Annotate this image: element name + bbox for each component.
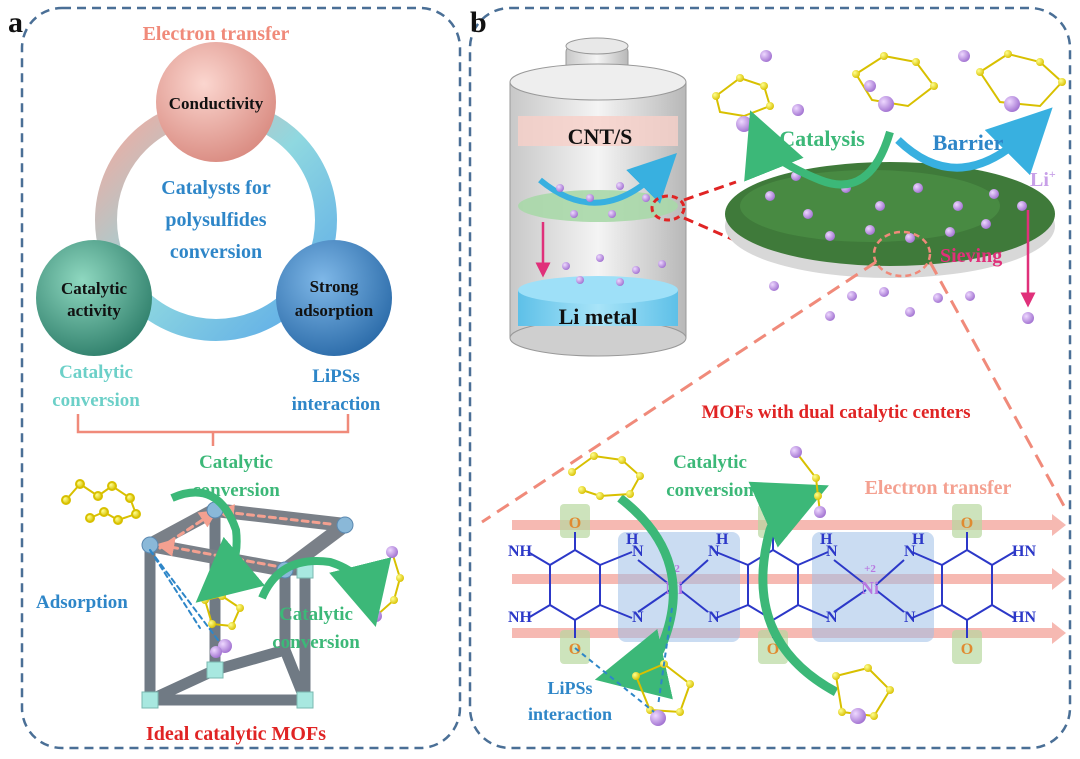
o-atom-3: O [961, 515, 973, 532]
polysulfide-b-bottom-right [832, 664, 894, 724]
conductivity-label: Conductivity [169, 94, 264, 113]
h-atom-3: H [820, 531, 833, 548]
center-label-3: conversion [170, 241, 262, 263]
sieving-zoom [872, 230, 932, 278]
molecule-green-arrow-1 [594, 494, 678, 700]
zoom-line-3 [481, 260, 877, 524]
sieving-label: Sieving [940, 245, 1002, 267]
center-label-1: Catalysts for [161, 177, 271, 199]
n-atom-2: N [632, 609, 644, 626]
electron-transfer-bars [512, 514, 1066, 644]
n-atom-3: N [708, 543, 720, 560]
lipss-label-1: LiPSs [312, 366, 360, 387]
center-label-2: polysulfides [165, 209, 266, 231]
o-atom-1: O [569, 515, 581, 532]
catalytic-activity-label-2: activity [67, 301, 121, 320]
lipss-label-2: interaction [292, 394, 381, 415]
green-arrow-right [258, 557, 392, 628]
separator-disc [725, 162, 1055, 278]
conductivity-sphere [156, 42, 276, 162]
n-atom-7: N [904, 543, 916, 560]
cnt-s-label: CNT/S [568, 124, 633, 149]
top-conversion-label-1: Catalytic [199, 452, 273, 473]
catalysis-arrow [744, 110, 894, 189]
b-catalytic-label-1: Catalytic [673, 452, 747, 473]
mofs-title: MOFs with dual catalytic centers [701, 402, 970, 423]
li-metal-label: Li metal [559, 304, 638, 329]
n-atom-6: N [826, 609, 838, 626]
electron-transfer-label: Electron transfer [143, 23, 290, 45]
o-atom-6: O [961, 641, 973, 658]
lipss-dashed-lines [574, 607, 673, 713]
o-atom-4: O [569, 641, 581, 658]
b-lipss-label-2: interaction [528, 704, 612, 724]
catalytic-activity-sphere [36, 240, 152, 356]
adsorption-label: Adsorption [36, 592, 128, 613]
battery-li-dots [556, 182, 666, 286]
panel-a-frame [20, 6, 462, 750]
zoom-line-1 [683, 180, 737, 202]
ni-atom-2: Ni [861, 578, 879, 598]
panel-b-frame [468, 6, 1072, 750]
molecule-green-arrow-2 [748, 481, 839, 696]
polysulfide-chain-a1 [61, 479, 141, 525]
catalytic-conversion-label-1: Catalytic [59, 362, 133, 383]
h-atom-2: H [716, 531, 729, 548]
barrier-arrow [895, 107, 1053, 176]
h-atom-1: H [626, 531, 639, 548]
strong-adsorption-label-2: adsorption [295, 301, 374, 320]
polysulfide-chain-a2 [370, 546, 404, 622]
b-electron-transfer-label: Electron transfer [865, 477, 1012, 499]
n-atom-5: N [826, 543, 838, 560]
hn-right-bottom: HN [1012, 609, 1036, 626]
n-atom-4: N [708, 609, 720, 626]
catalytic-activity-label-1: Catalytic [61, 279, 128, 298]
ideal-mofs-label: Ideal catalytic MOFs [146, 723, 326, 745]
battery [509, 37, 687, 357]
n-atom-1: N [632, 543, 644, 560]
green-arrow-top [170, 488, 266, 603]
h-atom-4: H [912, 531, 925, 548]
polysulfide-b-chain [790, 446, 826, 518]
b-catalytic-label-2: conversion [666, 480, 754, 501]
battery-shuttle-arrow [538, 153, 677, 206]
o-atom-5: O [767, 641, 779, 658]
panel-a-letter: a [8, 6, 23, 39]
side-conversion-label-1: Catalytic [279, 604, 353, 625]
barrier-label: Barrier [933, 130, 1004, 155]
nh-left-bottom: NH [508, 609, 533, 626]
strong-adsorption-label-1: Strong [310, 277, 359, 296]
polysulfide-atoms-b [712, 50, 1066, 132]
zoom-ellipse [650, 194, 686, 222]
hn-right-top: HN [1012, 543, 1036, 560]
panel-b-letter: b [470, 6, 487, 39]
zoom-line-4 [928, 261, 1066, 507]
li-plus-label: Li+ [1030, 167, 1056, 191]
catalysis-label: Catalysis [779, 126, 865, 151]
oxygen-highlight-boxes [560, 504, 982, 664]
polysulfide-b-top [568, 452, 644, 500]
ni-charge-2: +2 [864, 563, 876, 575]
bracket [76, 414, 350, 446]
catalytic-conversion-label-2: conversion [52, 390, 140, 411]
n-atom-8: N [904, 609, 916, 626]
strong-adsorption-sphere [276, 240, 392, 356]
nh-left-top: NH [508, 543, 533, 560]
side-conversion-label-2: conversion [272, 632, 360, 653]
b-lipss-label-1: LiPSs [547, 678, 592, 698]
falling-li-dots [769, 281, 1034, 324]
